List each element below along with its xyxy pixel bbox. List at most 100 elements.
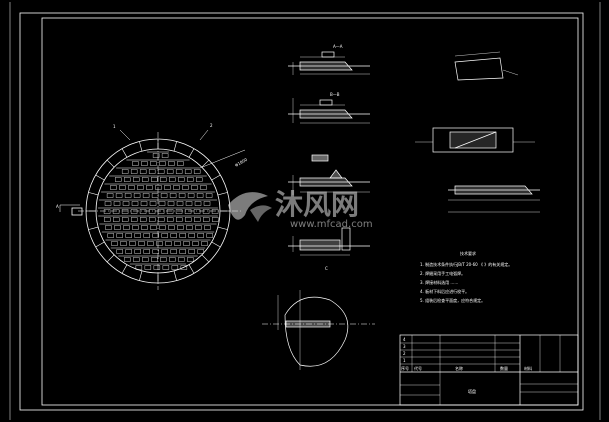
valve-hole: [133, 193, 141, 198]
section-detail-1: [288, 51, 370, 75]
valve-hole: [110, 185, 117, 190]
valve-hole: [139, 169, 147, 174]
valve-hole: [166, 169, 174, 174]
valve-hole: [149, 217, 156, 222]
title-block-header-cell: 序号: [401, 365, 409, 371]
valve-hole: [185, 201, 193, 206]
valve-hole: [107, 233, 114, 238]
valve-hole: [104, 201, 112, 206]
valve-hole: [176, 201, 184, 206]
valve-hole: [195, 225, 202, 230]
valve-hole: [124, 257, 131, 262]
title-block-row-number: 4: [403, 337, 406, 342]
valve-hole: [179, 233, 186, 238]
valve-hole: [130, 209, 138, 214]
valve-hole: [185, 217, 192, 222]
valve-hole: [200, 185, 207, 190]
ring-segment: [106, 159, 115, 168]
valve-hole: [156, 241, 163, 246]
valve-hole: [148, 169, 156, 174]
valve-hole: [121, 209, 129, 214]
valve-hole: [157, 169, 165, 174]
valve-hole: [183, 241, 190, 246]
drawing-frame: [9, 2, 601, 420]
valve-hole: [178, 177, 185, 182]
valve-hole: [116, 249, 123, 254]
valve-hole: [166, 209, 174, 214]
valve-hole: [194, 217, 201, 222]
valve-hole: [167, 201, 175, 206]
valve-hole: [138, 241, 145, 246]
valve-hole: [187, 193, 195, 198]
valve-hole: [123, 225, 130, 230]
valve-hole: [162, 265, 170, 270]
title-block: [399, 334, 579, 406]
ring-segment: [106, 254, 115, 263]
valve-hole: [193, 169, 201, 174]
valve-hole: [203, 217, 210, 222]
valve-hole: [212, 217, 219, 222]
section-details: [288, 51, 370, 256]
label-a: A: [56, 204, 59, 209]
valve-hole: [165, 241, 172, 246]
title-block-header-cell: 材料: [524, 365, 532, 371]
valve-hole: [125, 233, 132, 238]
watermark: 沐风网 www.mfcad.com: [228, 188, 373, 230]
valve-hole: [135, 265, 143, 270]
section-detail-3: [288, 154, 370, 195]
valve-hole: [158, 201, 166, 206]
valve-hole: [115, 177, 122, 182]
valve-hole: [177, 161, 184, 166]
valve-hole: [169, 257, 176, 262]
valve-hole: [157, 209, 165, 214]
valve-hole: [121, 169, 129, 174]
valve-hole: [184, 169, 192, 174]
valve-hole: [131, 217, 138, 222]
valve-hole: [120, 241, 127, 246]
valve-hole: [182, 185, 189, 190]
valve-hole: [150, 225, 157, 230]
valve-hole: [188, 249, 195, 254]
section-label-c: C: [325, 266, 328, 271]
valve-hole: [202, 209, 210, 214]
valve-hole: [132, 161, 139, 166]
valve-hole: [197, 249, 204, 254]
watermark-logo-icon: [228, 192, 272, 222]
ring-segment: [95, 174, 105, 181]
valve-hole: [196, 193, 204, 198]
top-right-details: [415, 51, 540, 213]
ring-segment: [121, 264, 128, 274]
ring-segment: [173, 141, 177, 152]
segment-plate-detail: [454, 51, 519, 81]
valve-hole: [178, 193, 186, 198]
note-line: 5. 组装后检查平面度，应符合规定。: [420, 297, 485, 303]
note-line: 2. 焊缝采用手工电弧焊。: [420, 270, 465, 276]
ring-segment: [188, 148, 195, 158]
valve-hole: [184, 209, 192, 214]
valve-hole: [139, 209, 147, 214]
lug-detail: [262, 290, 375, 370]
ring-segment: [201, 254, 210, 263]
ring-segment: [139, 270, 143, 281]
valve-hole: [193, 209, 201, 214]
valve-hole: [122, 217, 129, 222]
valve-hole: [159, 161, 166, 166]
valve-hole: [113, 217, 120, 222]
valve-hole: [168, 161, 175, 166]
title-block-row-number: 2: [403, 351, 406, 356]
valve-hole: [111, 241, 118, 246]
title-block-header-cell: 数量: [500, 365, 508, 371]
watermark-url: www.mfcad.com: [290, 219, 373, 230]
valve-hole: [119, 185, 126, 190]
valve-hole: [187, 257, 194, 262]
note-line: 4. 板材下料后应进行校平。: [420, 288, 469, 294]
title-block-row-number: 3: [403, 344, 406, 349]
valve-hole: [169, 177, 176, 182]
valve-hole: [171, 265, 179, 270]
valve-hole: [141, 161, 148, 166]
valve-hole: [129, 241, 136, 246]
valve-hole: [175, 169, 183, 174]
valve-hole: [151, 193, 159, 198]
